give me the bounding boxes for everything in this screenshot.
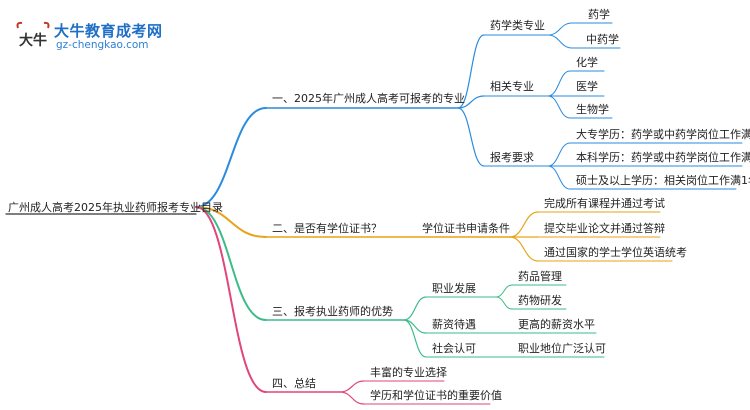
node-career[interactable]: 职业发展 xyxy=(432,282,476,295)
connector-leaf-tcm xyxy=(547,34,573,49)
connector-b1-pharmacy-majors xyxy=(457,34,485,109)
leaf-req-bachelor[interactable]: 本科学历：药学或中药学岗位工作满2年 xyxy=(576,151,750,164)
connector-leaf-rd xyxy=(495,296,513,310)
connector-root-b4 xyxy=(195,206,267,393)
connector-leaf-req1 xyxy=(547,142,571,167)
branch-4-label[interactable]: 四、总结 xyxy=(272,377,316,390)
leaf-degree-value[interactable]: 学历和学位证书的重要价值 xyxy=(370,389,502,402)
logo-title: 大牛教育成考网 xyxy=(54,22,163,40)
connector-leaf-mgmt xyxy=(495,284,513,298)
leaf-chemistry[interactable]: 化学 xyxy=(576,56,598,69)
node-related-majors[interactable]: 相关专业 xyxy=(490,80,534,93)
leaf-higher-salary[interactable]: 更高的薪资水平 xyxy=(518,318,595,331)
connector-leaf-chem xyxy=(547,70,571,97)
logo-url: gz-chengkao.com xyxy=(56,39,149,51)
connector-leaf-bio xyxy=(547,95,571,119)
connector-b1-related xyxy=(457,95,485,109)
node-degree-conditions[interactable]: 学位证书申请条件 xyxy=(422,222,510,235)
leaf-english-exam[interactable]: 通过国家的学士学位英语统考 xyxy=(544,246,687,259)
bull-logo-icon: 大牛 xyxy=(16,21,50,49)
connector-b3-career xyxy=(403,296,427,321)
connector-b2-leaf3 xyxy=(509,236,539,262)
leaf-pharmacy[interactable]: 药学 xyxy=(588,8,610,21)
leaf-drug-research[interactable]: 药物研发 xyxy=(518,294,562,307)
leaf-rich-majors[interactable]: 丰富的专业选择 xyxy=(370,366,447,379)
node-recognition[interactable]: 社会认可 xyxy=(432,342,476,355)
connector-root-b3 xyxy=(195,206,267,321)
connector-b2-leaf1 xyxy=(509,211,539,238)
connector-leaf-pharmacy xyxy=(547,22,573,36)
leaf-tcm-pharmacy[interactable]: 中药学 xyxy=(586,33,619,46)
leaf-drug-management[interactable]: 药品管理 xyxy=(518,270,562,283)
connector-leaf-req3 xyxy=(547,165,571,190)
leaf-status-recognition[interactable]: 职业地位广泛认可 xyxy=(518,342,606,355)
branch-1-label[interactable]: 一、2025年广州成人高考可报考的专业 xyxy=(272,92,465,105)
leaf-complete-courses[interactable]: 完成所有课程并通过考试 xyxy=(544,197,665,210)
leaf-req-junior-college[interactable]: 大专学历：药学或中药学岗位工作满4年 xyxy=(576,128,750,141)
connector-b1-requirements xyxy=(457,107,485,167)
node-requirements[interactable]: 报考要求 xyxy=(490,151,534,164)
connector-b4-leaf1 xyxy=(339,380,365,393)
leaf-thesis-defense[interactable]: 提交毕业论文并通过答辩 xyxy=(544,222,665,235)
connector-root-b2 xyxy=(195,206,267,238)
node-salary[interactable]: 薪资待遇 xyxy=(432,318,476,331)
root-node[interactable]: 广州成人高考2025年执业药师报考专业目录 xyxy=(8,201,223,214)
leaf-biology[interactable]: 生物学 xyxy=(576,103,609,116)
leaf-medicine[interactable]: 医学 xyxy=(576,80,598,93)
connector-b3-recognition xyxy=(403,319,427,358)
connector-root-b1 xyxy=(195,107,267,208)
leaf-req-master[interactable]: 硕士及以上学历：相关岗位工作满1年 xyxy=(576,174,750,187)
branch-3-label[interactable]: 三、报考执业药师的优势 xyxy=(272,305,393,318)
site-logo[interactable]: 大牛 大牛教育成考网 gz-chengkao.com xyxy=(14,18,164,58)
svg-text:大牛: 大牛 xyxy=(19,32,47,49)
branch-2-label[interactable]: 二、是否有学位证书？ xyxy=(272,222,382,235)
node-pharmacy-majors[interactable]: 药学类专业 xyxy=(490,19,545,32)
connector-b4-leaf2 xyxy=(339,391,365,405)
